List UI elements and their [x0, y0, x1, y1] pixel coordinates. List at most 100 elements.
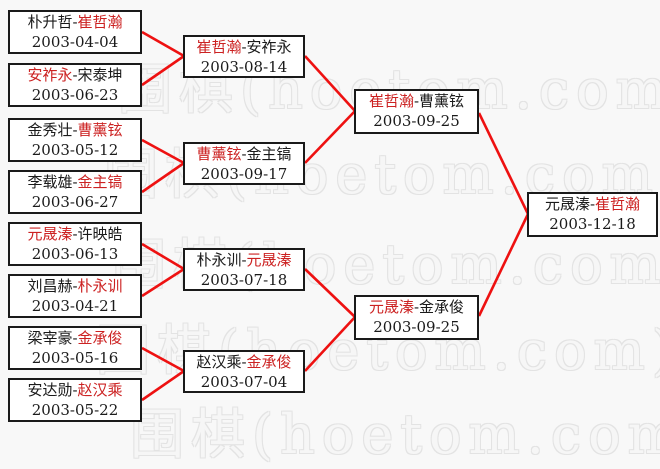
- bracket-connector: [141, 161, 185, 194]
- name-separator: -: [72, 173, 78, 191]
- player-name-right: 曹薰铉: [77, 121, 123, 139]
- match-players: 李载雄-金主镐: [10, 172, 140, 192]
- bracket-connector: [141, 267, 185, 298]
- player-name-left: 朴升哲: [27, 13, 73, 31]
- match-box-sf-1: 崔哲瀚-曹薰铉 2003-09-25: [354, 89, 479, 134]
- match-date: 2003-06-13: [31, 245, 119, 263]
- player-name-right: 安祚永: [246, 38, 292, 56]
- name-separator: -: [241, 38, 247, 56]
- match-box-r16-7: 梁宰豪-金承俊 2003-05-16: [8, 326, 142, 370]
- bracket-connector: [304, 110, 356, 164]
- name-separator: -: [241, 251, 247, 269]
- player-name-left: 崔哲瀚: [368, 92, 414, 110]
- player-name-right: 崔哲瀚: [595, 195, 641, 213]
- match-players: 元晟溱-金承俊: [356, 297, 477, 317]
- match-box-qf-3: 朴永训-元晟溱 2003-07-18: [183, 248, 305, 291]
- match-date: 2003-07-18: [200, 271, 288, 289]
- match-players: 崔哲瀚-安祚永: [185, 37, 303, 57]
- match-date: 2003-06-27: [31, 193, 119, 211]
- player-name-left: 曹薰铉: [196, 145, 242, 163]
- player-name-right: 元晟溱: [246, 251, 292, 269]
- match-box-r16-1: 朴升哲-崔哲瀚 2003-04-04: [8, 10, 142, 54]
- player-name-right: 金主镐: [246, 145, 292, 163]
- name-separator: -: [72, 277, 78, 295]
- match-date: 2003-04-21: [31, 297, 119, 315]
- name-separator: -: [241, 145, 247, 163]
- player-name-right: 金承俊: [419, 298, 465, 316]
- player-name-right: 赵汉乘: [77, 381, 123, 399]
- player-name-right: 朴永训: [77, 277, 123, 295]
- bracket-connector: [477, 112, 530, 215]
- match-players: 元晟溱-崔哲瀚: [529, 194, 656, 214]
- name-separator: -: [413, 298, 420, 316]
- match-players: 安祚永-宋泰坤: [10, 65, 140, 85]
- name-separator: -: [72, 121, 78, 139]
- match-players: 赵汉乘-金承俊: [185, 352, 303, 372]
- player-name-right: 宋泰坤: [77, 66, 123, 84]
- player-name-left: 梁宰豪: [27, 329, 73, 347]
- player-name-right: 崔哲瀚: [77, 13, 123, 31]
- player-name-left: 金秀壮: [27, 121, 73, 139]
- bracket-connector: [141, 346, 185, 373]
- match-date: 2003-09-25: [373, 112, 460, 130]
- player-name-left: 赵汉乘: [196, 353, 242, 371]
- player-name-right: 金承俊: [77, 329, 123, 347]
- match-box-qf-4: 赵汉乘-金承俊 2003-07-04: [183, 350, 305, 393]
- name-separator: -: [72, 329, 78, 347]
- player-name-left: 刘昌赫: [27, 277, 73, 295]
- name-separator: -: [72, 381, 78, 399]
- match-date: 2003-04-04: [31, 33, 119, 51]
- match-box-sf-2: 元晟溱-金承俊 2003-09-25: [354, 295, 479, 340]
- match-players: 朴永训-元晟溱: [185, 250, 303, 270]
- player-name-right: 许映皓: [77, 225, 123, 243]
- player-name-left: 崔哲瀚: [196, 38, 242, 56]
- match-box-r16-6: 刘昌赫-朴永训 2003-04-21: [8, 274, 142, 318]
- match-players: 安达勋-赵汉乘: [10, 380, 140, 400]
- bracket-connector: [304, 55, 356, 112]
- match-box-final: 元晟溱-崔哲瀚 2003-12-18: [527, 192, 658, 237]
- name-separator: -: [72, 66, 78, 84]
- match-date: 2003-06-23: [31, 86, 119, 104]
- match-players: 元晟溱-许映皓: [10, 224, 140, 244]
- match-box-qf-1: 崔哲瀚-安祚永 2003-08-14: [183, 35, 305, 78]
- match-date: 2003-05-12: [31, 141, 119, 159]
- player-name-left: 安祚永: [27, 66, 73, 84]
- bracket-connector: [141, 138, 185, 165]
- bracket-connector: [304, 268, 356, 318]
- match-players: 朴升哲-崔哲瀚: [10, 12, 140, 32]
- player-name-left: 元晟溱: [27, 225, 73, 243]
- match-players: 崔哲瀚-曹薰铉: [356, 91, 477, 111]
- player-name-right: 金主镐: [77, 173, 123, 191]
- match-players: 刘昌赫-朴永训: [10, 276, 140, 296]
- player-name-right: 金承俊: [246, 353, 292, 371]
- match-box-r16-4: 李载雄-金主镐 2003-06-27: [8, 170, 142, 214]
- match-players: 梁宰豪-金承俊: [10, 328, 140, 348]
- name-separator: -: [72, 13, 78, 31]
- match-box-qf-2: 曹薰铉-金主镐 2003-09-17: [183, 142, 305, 185]
- match-box-r16-8: 安达勋-赵汉乘 2003-05-22: [8, 378, 142, 422]
- match-box-r16-3: 金秀壮-曹薰铉 2003-05-12: [8, 118, 142, 162]
- match-date: 2003-07-04: [200, 373, 288, 391]
- match-players: 曹薰铉-金主镐: [185, 144, 303, 164]
- player-name-left: 朴永训: [196, 251, 242, 269]
- match-box-r16-2: 安祚永-宋泰坤 2003-06-23: [8, 63, 142, 107]
- name-separator: -: [413, 92, 420, 110]
- match-date: 2003-05-16: [31, 349, 119, 367]
- player-name-left: 元晟溱: [544, 195, 590, 213]
- bracket-connectors: [141, 30, 530, 402]
- bracket-connector: [141, 54, 185, 87]
- match-date: 2003-12-18: [549, 215, 636, 233]
- player-name-left: 元晟溱: [368, 298, 414, 316]
- match-date: 2003-05-22: [31, 401, 119, 419]
- name-separator: -: [72, 225, 78, 243]
- bracket-connector: [141, 242, 185, 271]
- player-name-right: 曹薰铉: [419, 92, 465, 110]
- match-players: 金秀壮-曹薰铉: [10, 120, 140, 140]
- player-name-left: 李载雄: [27, 173, 73, 191]
- bracket-connector: [141, 30, 185, 58]
- match-box-r16-5: 元晟溱-许映皓 2003-06-13: [8, 222, 142, 266]
- name-separator: -: [241, 353, 247, 371]
- match-date: 2003-09-25: [373, 318, 460, 336]
- player-name-left: 安达勋: [27, 381, 73, 399]
- match-date: 2003-09-17: [200, 165, 288, 183]
